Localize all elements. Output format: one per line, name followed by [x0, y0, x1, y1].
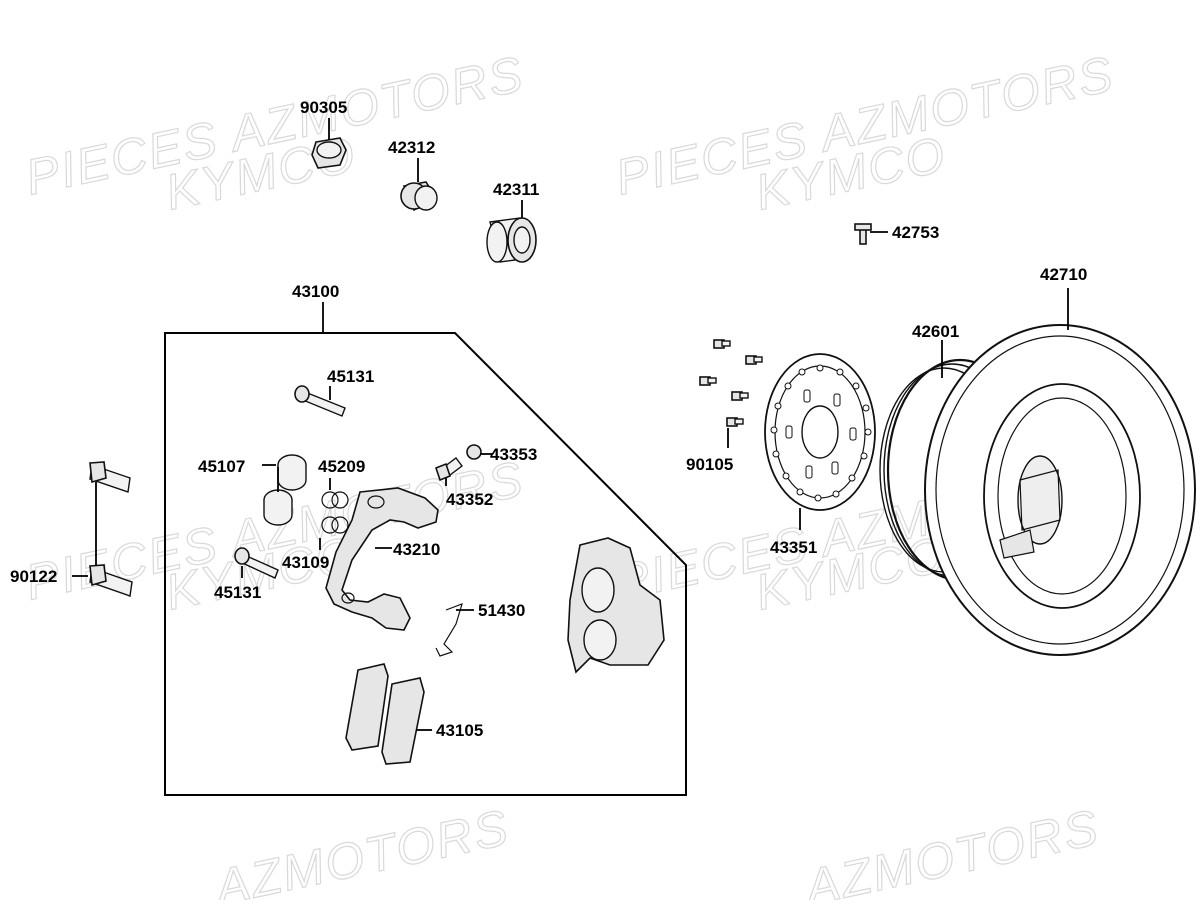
watermark-text: AZMOTORS: [208, 799, 514, 900]
watermark-text: AZMOTORS: [798, 799, 1104, 900]
label-43210: 43210: [393, 540, 440, 559]
label-42601: 42601: [912, 322, 959, 341]
part-45131-pin-lower[interactable]: [234, 547, 279, 579]
part-45209-seals[interactable]: [321, 491, 349, 534]
label-43100: 43100: [292, 282, 339, 301]
part-43105-brake-pads[interactable]: [345, 663, 425, 765]
part-90305-nut[interactable]: [311, 137, 347, 169]
label-45131-lower: 45131: [214, 583, 261, 602]
part-51430-pad-spring[interactable]: [435, 603, 463, 657]
caliper-assembly-frame: [164, 332, 687, 796]
label-43351: 43351: [770, 538, 817, 557]
label-43353: 43353: [490, 445, 537, 464]
label-42312: 42312: [388, 138, 435, 157]
leader-lines: [72, 118, 1069, 731]
label-43105: 43105: [436, 721, 483, 740]
label-90105: 90105: [686, 455, 733, 474]
part-42311-spacer[interactable]: [486, 217, 537, 263]
label-51430: 51430: [478, 601, 525, 620]
part-90122-bolt-upper[interactable]: [89, 461, 131, 493]
part-42312-collar[interactable]: [400, 181, 438, 212]
part-45131-pin-upper[interactable]: [294, 385, 346, 417]
part-90105-disc-bolts[interactable]: [699, 339, 763, 427]
part-43352-bleeder-screw[interactable]: [435, 457, 463, 482]
part-43351-brake-disc[interactable]: [764, 353, 876, 511]
part-90122-bolt-lower[interactable]: [89, 564, 133, 597]
label-90305: 90305: [300, 98, 347, 117]
label-45107: 45107: [198, 457, 245, 476]
label-42753: 42753: [892, 223, 939, 242]
label-90122: 90122: [10, 567, 57, 586]
label-45131-upper: 45131: [327, 367, 374, 386]
label-42710: 42710: [1040, 265, 1087, 284]
label-42311: 42311: [493, 180, 539, 199]
label-43352: 43352: [446, 490, 493, 509]
label-45209: 45209: [318, 457, 365, 476]
part-43210-bracket[interactable]: [325, 487, 439, 631]
part-labels: 90305 42312 42311 42753 42710 43100 4260…: [10, 98, 1087, 740]
part-42753-valve[interactable]: [854, 223, 872, 245]
label-43109: 43109: [282, 553, 329, 572]
caliper-body[interactable]: [567, 537, 665, 674]
part-43353-bleeder-cap[interactable]: [466, 444, 482, 460]
part-42710-tire[interactable]: [924, 324, 1196, 656]
part-45107-pistons[interactable]: [263, 454, 307, 526]
